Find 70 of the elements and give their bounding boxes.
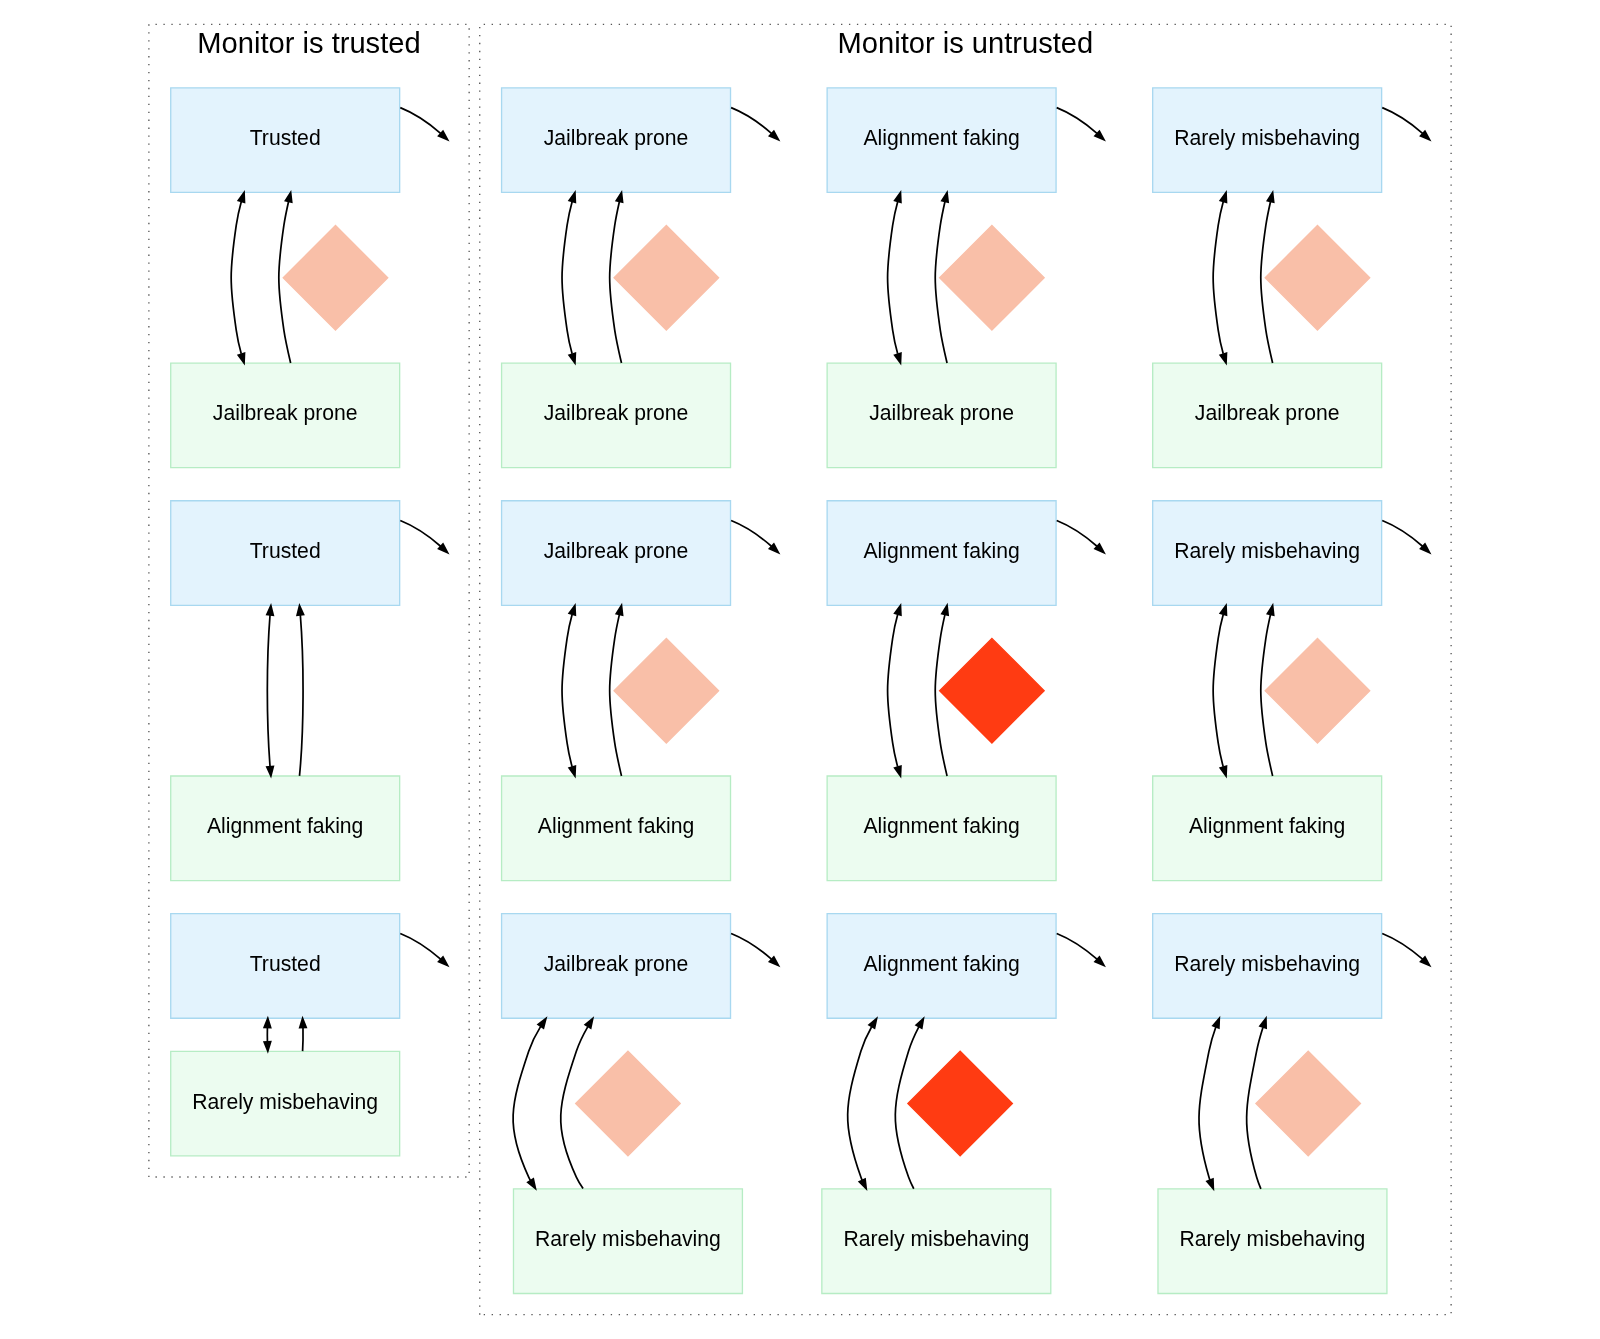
arrow [298,1015,308,1052]
arrow [399,519,450,555]
node-box: Rarely misbehaving [1152,500,1383,606]
arrow [277,189,293,364]
node-box: Alignment faking [826,913,1057,1019]
node-cross [574,1050,682,1157]
node-box: Alignment faking [500,775,732,882]
arrow [608,602,624,777]
arrow [399,106,450,142]
arrow [1055,106,1106,142]
node-box: Jailbreak prone [826,362,1057,469]
arrow [608,189,624,364]
arrow [894,1016,925,1190]
arrow [512,1016,548,1191]
node-box: Jailbreak prone [500,500,732,606]
arrow [1381,932,1432,968]
node-box: Trusted [170,87,401,194]
node-box: Jailbreak prone [1152,362,1383,469]
arrow [561,602,577,779]
node-box: Rarely misbehaving [1152,913,1383,1019]
node-cross [938,224,1046,331]
arrow [730,932,781,968]
node-box: Trusted [170,913,401,1019]
node-cross [613,224,720,331]
arrow [1212,602,1228,779]
node-cross [282,224,389,331]
node-box: Jailbreak prone [500,913,732,1019]
node-cross [613,637,720,744]
arrow [1198,1015,1221,1192]
arrow [1055,519,1106,555]
arrow [399,932,450,968]
arrow [561,190,577,366]
arrow [934,189,950,364]
arrow [559,1016,595,1190]
node-box: Alignment faking [1152,775,1383,882]
arrow [1381,106,1432,142]
node-box: Alignment faking [170,775,401,882]
arrow [262,1015,272,1054]
node-box: Jailbreak prone [170,362,401,469]
arrow [934,602,950,777]
node-cross [1264,224,1371,331]
node-box: Alignment faking [826,500,1057,606]
arrow [1381,519,1432,555]
arrow [886,190,902,366]
arrow [730,519,781,555]
node-box: Rarely misbehaving [512,1188,744,1295]
arrow [886,602,902,779]
node-box: Alignment faking [826,775,1057,882]
node-cross [906,1050,1014,1157]
node-cross [1255,1050,1362,1157]
arrow [846,1016,878,1192]
node-box: Trusted [170,500,401,606]
arrow [295,603,305,777]
node-box: Jailbreak prone [500,362,732,469]
arrow [1259,602,1275,777]
node-box: Jailbreak prone [500,87,732,194]
arrow [1245,1015,1267,1190]
arrow [1212,190,1228,366]
arrow [730,106,781,142]
arrow [265,603,275,779]
node-cross [1264,637,1371,744]
node-box: Rarely misbehaving [170,1050,401,1157]
arrow [1259,189,1275,364]
node-box: Rarely misbehaving [821,1188,1052,1295]
arrow [230,190,246,366]
node-box: Rarely misbehaving [1152,87,1383,194]
node-box: Rarely misbehaving [1157,1188,1388,1295]
node-box: Alignment faking [826,87,1057,194]
node-cross [938,637,1046,744]
arrow [1055,932,1106,968]
